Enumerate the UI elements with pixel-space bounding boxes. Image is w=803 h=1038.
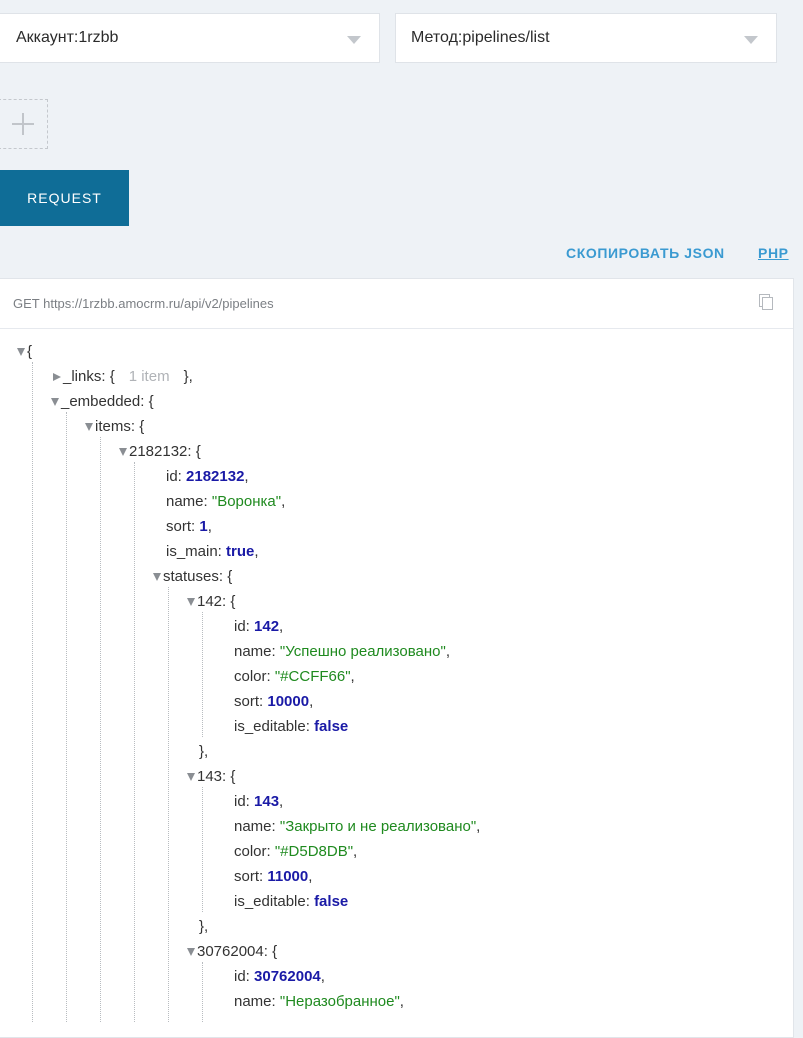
json-field-color: color: "#CCFF66", — [234, 668, 355, 685]
chevron-down-icon — [744, 36, 758, 44]
copy-icon[interactable] — [759, 294, 773, 310]
tree-collapse-icon[interactable] — [187, 598, 195, 607]
json-field-id: id: 2182132, — [166, 468, 249, 485]
json-node-status-30762004[interactable]: 30762004: { — [187, 942, 277, 962]
json-close-brace: }, — [199, 743, 209, 760]
json-field-name: name: "Закрыто и не реализовано", — [234, 818, 481, 835]
method-select[interactable]: Метод:pipelines/list — [395, 13, 777, 63]
json-field-sort: sort: 11000, — [234, 868, 313, 885]
tree-collapse-icon[interactable] — [17, 348, 25, 357]
json-field-sort: sort: 10000, — [234, 693, 314, 710]
tree-expand-icon[interactable] — [53, 373, 61, 382]
json-field-sort: sort: 1, — [166, 518, 212, 535]
tree-collapse-icon[interactable] — [85, 423, 93, 432]
json-node-embedded[interactable]: _embedded: { — [51, 392, 154, 412]
json-field-name: name: "Воронка", — [166, 493, 286, 510]
json-node-items[interactable]: items: { — [85, 417, 144, 437]
add-parameter-button[interactable] — [0, 99, 48, 149]
json-node-status-142[interactable]: 142: { — [187, 592, 235, 612]
tree-collapse-icon[interactable] — [51, 398, 59, 407]
json-field-is-editable: is_editable: false — [234, 718, 349, 735]
json-close-brace: }, — [199, 918, 209, 935]
json-field-id: id: 30762004, — [234, 968, 325, 985]
json-node-statuses[interactable]: statuses: { — [153, 567, 232, 587]
response-header: GET https://1rzbb.amocrm.ru/api/v2/pipel… — [0, 279, 793, 329]
account-select[interactable]: Аккаунт:1rzbb — [0, 13, 380, 63]
tree-collapse-icon[interactable] — [153, 573, 161, 582]
php-link[interactable]: PHP — [758, 245, 789, 261]
method-select-label: Метод:pipelines/list — [411, 29, 550, 46]
tree-collapse-icon[interactable] — [187, 948, 195, 957]
chevron-down-icon — [347, 36, 361, 44]
json-field-name: name: "Неразобранное", — [234, 993, 404, 1010]
tree-collapse-icon[interactable] — [119, 448, 127, 457]
json-root: { — [17, 342, 32, 362]
json-field-is-editable: is_editable: false — [234, 893, 349, 910]
json-node-status-143[interactable]: 143: { — [187, 767, 235, 787]
request-line: GET https://1rzbb.amocrm.ru/api/v2/pipel… — [13, 296, 274, 311]
json-tree: { _links: {1 item}, _embedded: { items: … — [17, 342, 481, 1022]
account-select-label: Аккаунт:1rzbb — [16, 29, 119, 46]
json-node-links[interactable]: _links: {1 item}, — [53, 367, 193, 387]
json-field-id: id: 142, — [234, 618, 284, 635]
tree-collapse-icon[interactable] — [187, 773, 195, 782]
json-field-color: color: "#D5D8DB", — [234, 843, 358, 860]
copy-json-link[interactable]: СКОПИРОВАТЬ JSON — [566, 245, 725, 261]
json-node-pipeline[interactable]: 2182132: { — [119, 442, 201, 462]
response-panel: GET https://1rzbb.amocrm.ru/api/v2/pipel… — [0, 278, 794, 1038]
json-field-is-main: is_main: true, — [166, 543, 259, 560]
request-button[interactable]: REQUEST — [0, 170, 129, 226]
json-field-id: id: 143, — [234, 793, 284, 810]
json-field-name: name: "Успешно реализовано", — [234, 643, 450, 660]
